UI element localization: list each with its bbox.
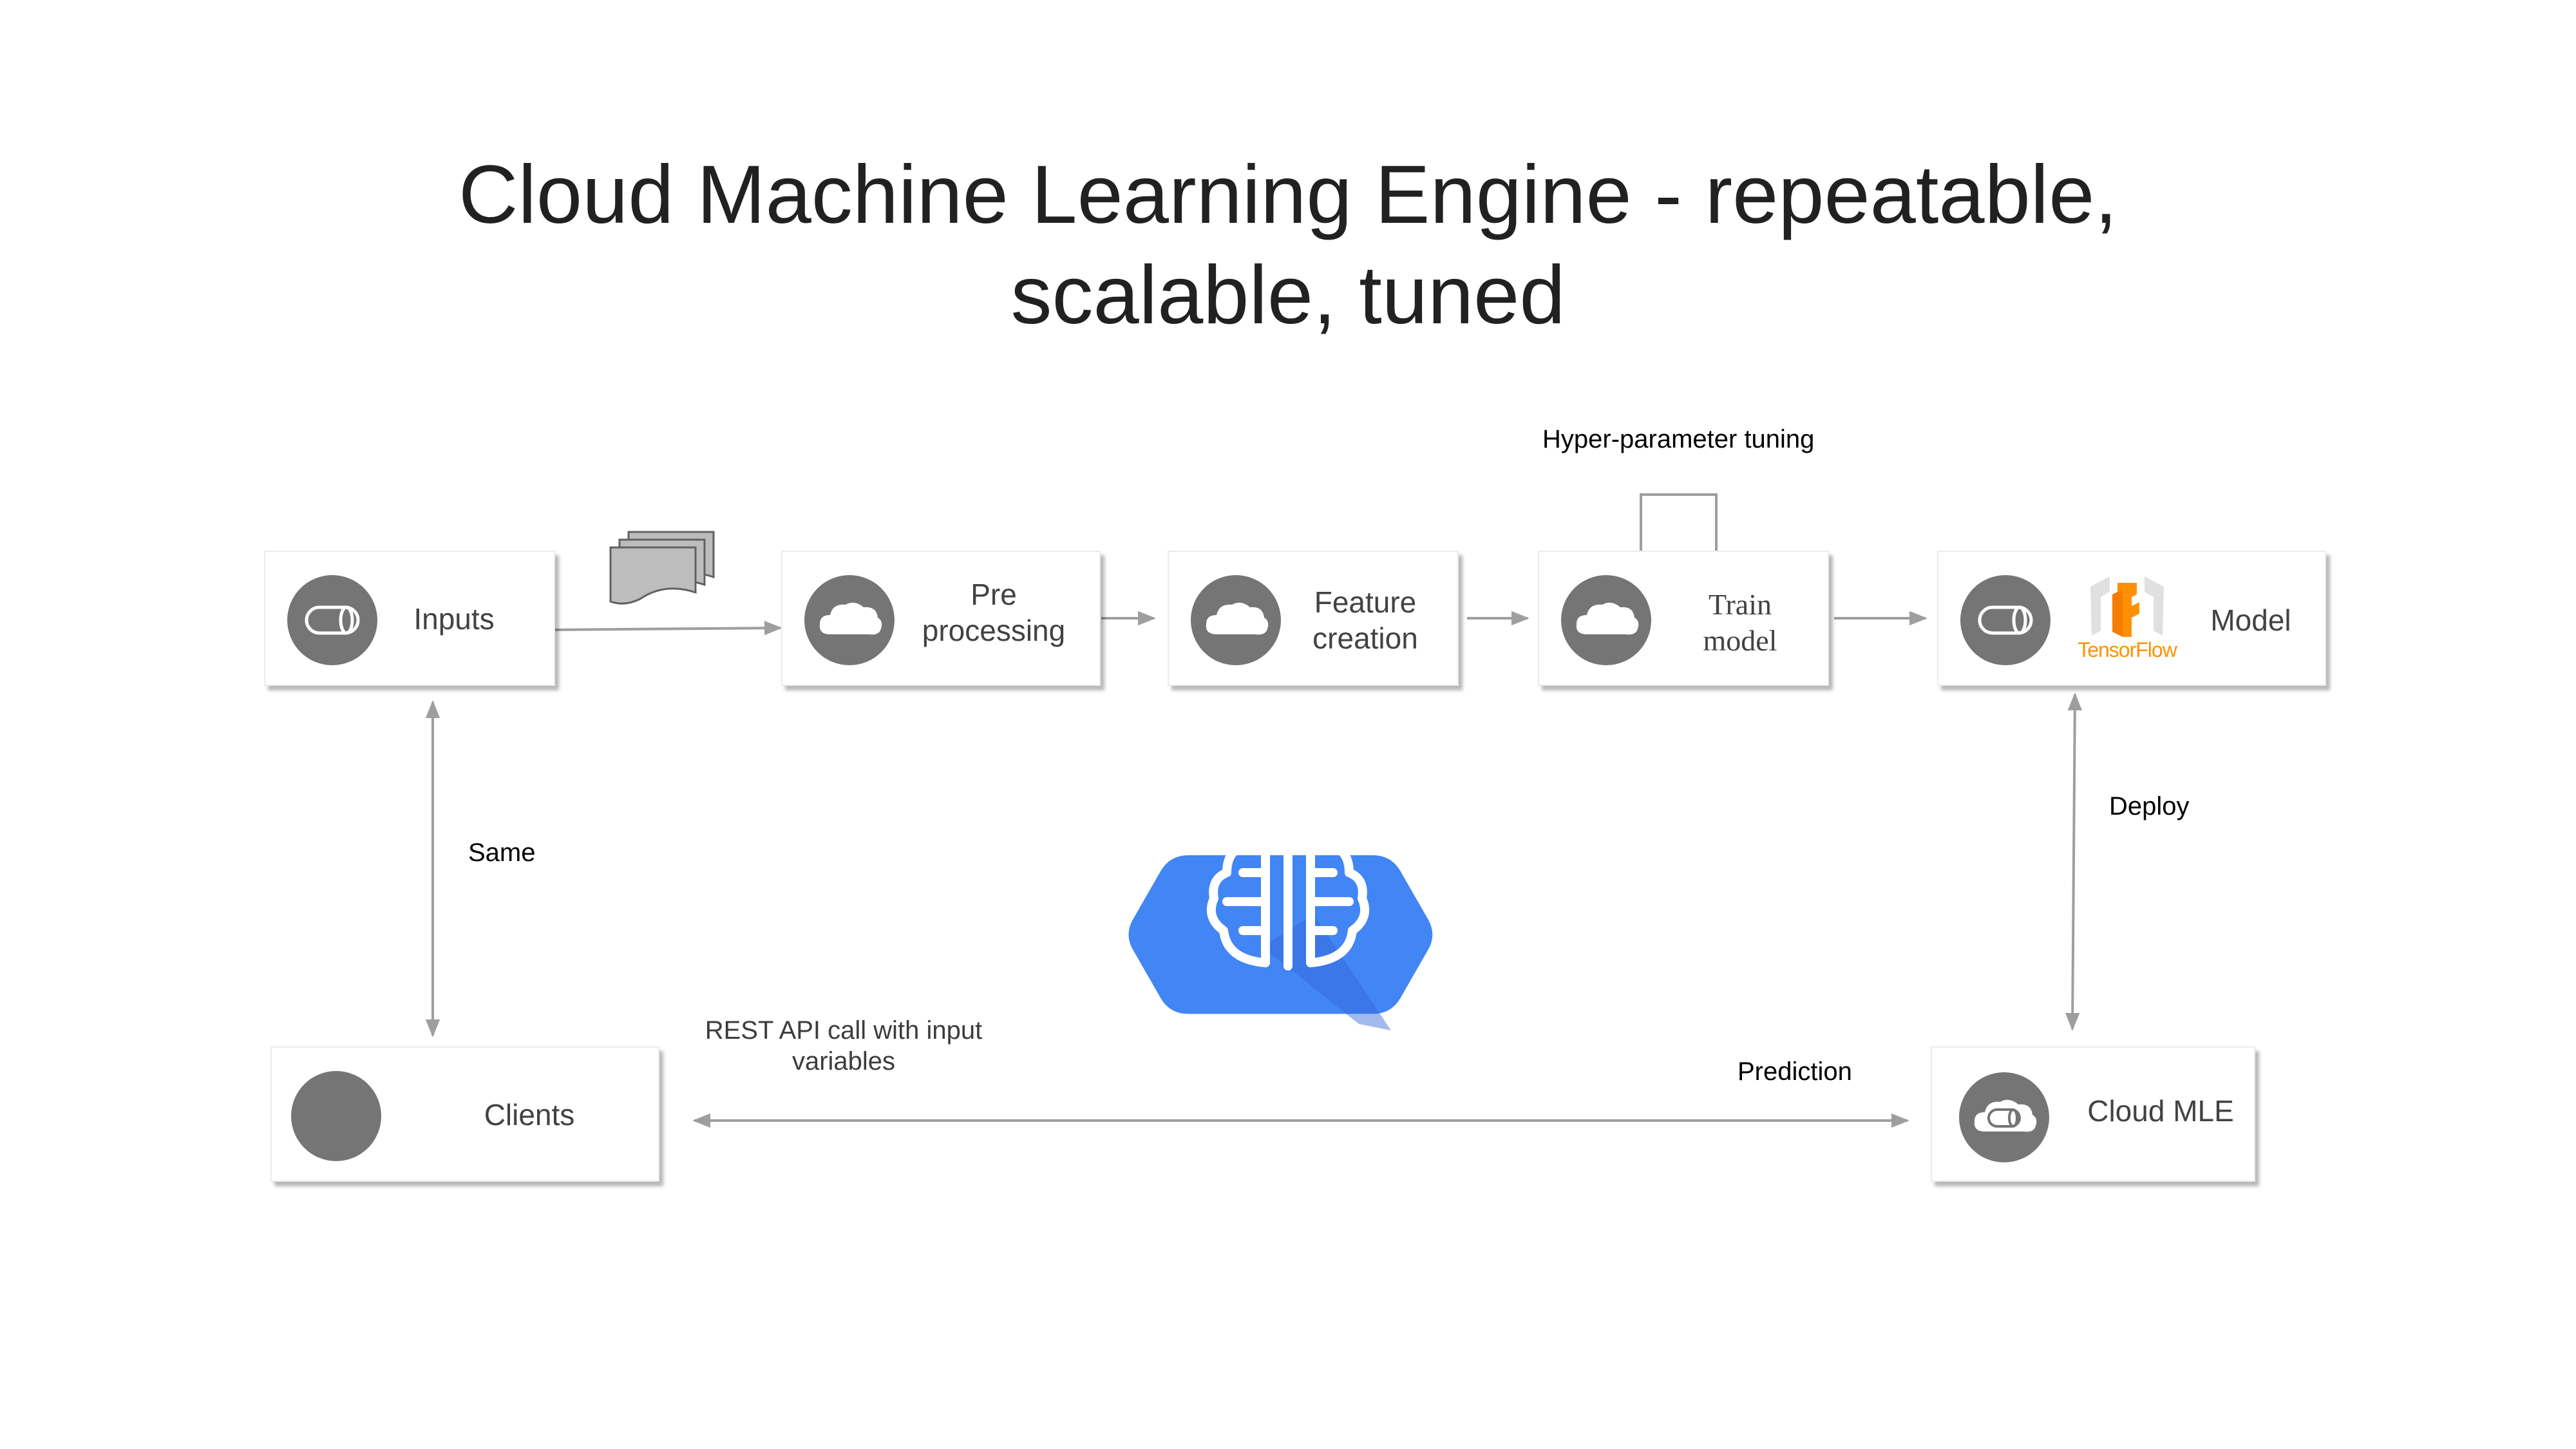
feature-creation-label-line-2: creation <box>1312 621 1418 655</box>
cloud-icon <box>1561 575 1651 665</box>
storage-icon <box>1960 575 2050 665</box>
feature-creation-label: Feature creation <box>1291 584 1439 656</box>
cloud-ml-engine-logo <box>1128 834 1433 1030</box>
tensorflow-wordmark: TensorFlow <box>2078 638 2177 661</box>
rest-api-label-line-1: REST API call with input <box>705 1016 983 1045</box>
preprocessing-label-line-1: Pre <box>971 578 1017 611</box>
train-model-label-line-1: Train <box>1709 588 1772 621</box>
inputs-label: Inputs <box>413 602 495 636</box>
cloud-storage-icon <box>1959 1072 2049 1162</box>
cloud-icon <box>1191 575 1281 665</box>
rest-api-label-line-2: variables <box>791 1047 896 1075</box>
model-node: TensorFlow Model <box>1937 551 2326 686</box>
prediction-label: Prediction <box>1738 1057 1852 1086</box>
deploy-label: Deploy <box>2109 792 2190 820</box>
train-model-label-line-2: model <box>1703 624 1777 657</box>
cloud-mle-label: Cloud MLE <box>2087 1094 2234 1128</box>
inputs-node: Inputs <box>264 551 555 686</box>
train-model-label: Train model <box>1665 587 1815 659</box>
page-title-line-1: Cloud Machine Learning Engine - repeatab… <box>459 149 2117 241</box>
tensorflow-icon <box>2090 576 2164 637</box>
client-icon <box>291 1071 381 1161</box>
model-label: Model <box>2210 603 2291 637</box>
feature-creation-label-line-1: Feature <box>1314 585 1417 619</box>
storage-icon <box>287 575 377 665</box>
train-model-node: Train model <box>1538 551 1829 686</box>
arrow-deploy-bidirectional <box>2065 692 2083 1031</box>
clients-label: Clients <box>484 1098 575 1132</box>
clients-node: Clients <box>270 1046 659 1182</box>
preprocessing-label-line-2: processing <box>922 614 1066 647</box>
same-label: Same <box>468 838 536 867</box>
tensorflow-logo: TensorFlow <box>2072 575 2182 665</box>
cloud-icon <box>804 575 895 665</box>
hyperparameter-tuning-label: Hyper-parameter tuning <box>1542 425 1815 453</box>
page-title: Cloud Machine Learning Engine - repeatab… <box>0 145 2576 346</box>
rest-api-label: REST API call with input variables <box>670 1015 1018 1077</box>
hyperparameter-tuning-loop <box>1640 493 1718 578</box>
arrow-inputs-to-preprocessing <box>554 621 782 636</box>
feature-creation-node: Feature creation <box>1168 551 1459 686</box>
preprocessing-node: Pre processing <box>781 551 1101 686</box>
preprocessing-label: Pre processing <box>909 576 1079 649</box>
cloud-mle-node: Cloud MLE <box>1931 1046 2255 1182</box>
documents-icon <box>609 531 715 605</box>
page-title-line-2: scalable, tuned <box>1010 249 1566 341</box>
